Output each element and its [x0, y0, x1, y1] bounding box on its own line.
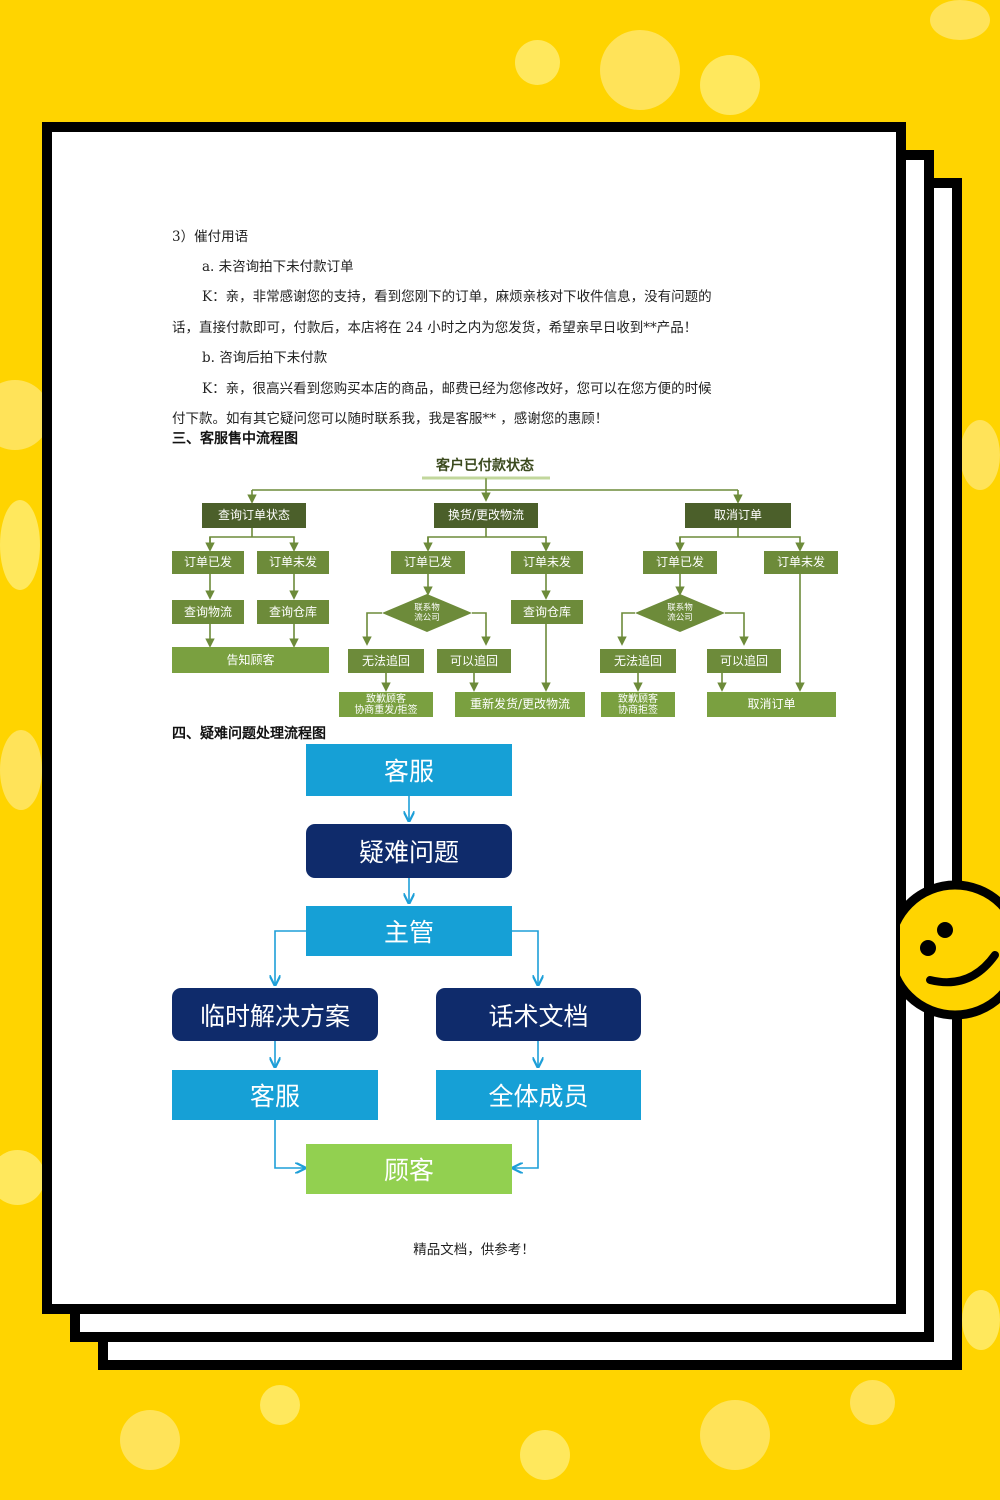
issue-node-difficult-problem: 疑难问题	[306, 824, 512, 878]
issue-node-supervisor: 主管	[306, 906, 512, 956]
flow-node-unshipped: 订单未发	[764, 551, 838, 574]
section-heading-3: 三、客服售中流程图	[172, 431, 298, 447]
paragraph: 话，直接付款即可，付款后，本店将在 24 小时之内为您发货，希望亲早日收到**产…	[172, 320, 698, 336]
paragraph: 付下款。如有其它疑问您可以随时联系我，我是客服** ，感谢您的惠顾！	[172, 411, 609, 427]
issue-node-customer: 顾客	[306, 1144, 512, 1194]
paragraph: K：亲，非常感谢您的支持，看到您刚下的订单，麻烦亲核对下收件信息，没有问题的	[202, 289, 712, 305]
paragraph: b. 咨询后拍下未付款	[202, 350, 328, 366]
flow-node-cannot-recover: 无法追回	[348, 649, 424, 673]
flow-decision-contact-logistics: 联系物 流公司	[635, 594, 725, 632]
flow-node-query-order: 查询订单状态	[202, 503, 306, 528]
flow-node-apologize-resend: 致歉顾客 协商重发/拒签	[339, 692, 433, 717]
flow-node-shipped: 订单已发	[643, 551, 717, 574]
issue-node-service: 客服	[172, 1070, 378, 1120]
flow-node-cannot-recover: 无法追回	[600, 649, 676, 673]
flow-node-notify-customer: 告知顾客	[172, 647, 329, 673]
smiley-face-icon	[900, 880, 1000, 1020]
flow-node-apologize-reject: 致歉顾客 协商拒签	[601, 692, 675, 717]
flow-node-can-recover: 可以追回	[707, 649, 781, 673]
flow-node-cancel: 取消订单	[685, 503, 791, 528]
flow-node-shipped: 订单已发	[172, 551, 244, 574]
flow-node-check-warehouse: 查询仓库	[511, 600, 583, 624]
document-page: 3）催付用语 a. 未咨询拍下未付款订单 K：亲，非常感谢您的支持，看到您刚下的…	[42, 122, 906, 1314]
page-footer: 精品文档，供参考！	[413, 1242, 535, 1258]
issue-node-temp-solution: 临时解决方案	[172, 988, 378, 1041]
paragraph: a. 未咨询拍下未付款订单	[202, 259, 354, 275]
flow-node-cancel-order: 取消订单	[707, 692, 836, 717]
issue-node-service: 客服	[306, 744, 512, 796]
flow-node-can-recover: 可以追回	[437, 649, 511, 673]
issue-node-all-members: 全体成员	[436, 1070, 641, 1120]
flow-node-unshipped: 订单未发	[257, 551, 329, 574]
flow-node-reship: 重新发货/更改物流	[455, 692, 585, 717]
flow-node-track-logistics: 查询物流	[172, 600, 244, 624]
issue-flow-connectors	[42, 796, 906, 1314]
flow-decision-contact-logistics: 联系物 流公司	[382, 594, 472, 632]
flow-node-check-warehouse: 查询仓库	[257, 600, 329, 624]
flow-node-shipped: 订单已发	[391, 551, 465, 574]
flow-start-label: 客户已付款状态	[436, 458, 534, 474]
section-subheading: 3）催付用语	[172, 229, 249, 245]
section-heading-4: 四、疑难问题处理流程图	[172, 726, 326, 742]
flow-node-unshipped: 订单未发	[511, 551, 583, 574]
issue-node-script-document: 话术文档	[436, 988, 641, 1041]
paragraph: K：亲，很高兴看到您购买本店的商品，邮费已经为您修改好，您可以在您方便的时候	[202, 381, 712, 397]
flow-node-exchange: 换货/更改物流	[434, 503, 538, 528]
sale-flow-connectors	[205, 476, 805, 692]
